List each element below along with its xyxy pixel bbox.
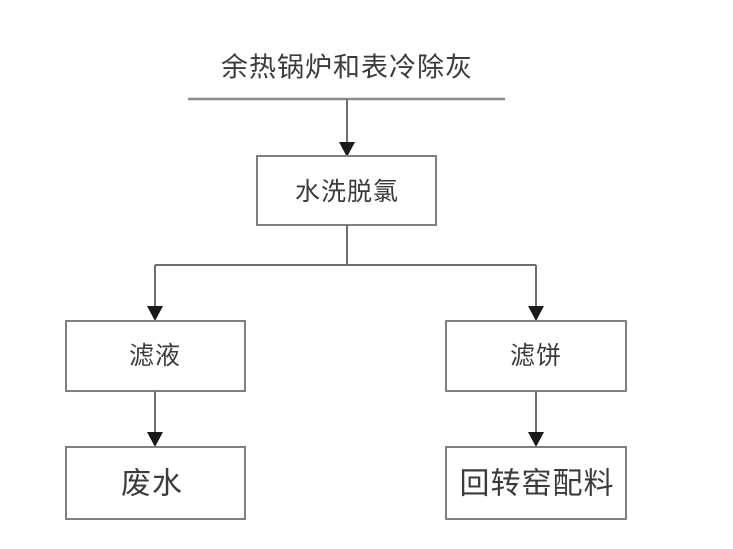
arrowhead-process-to-right [528, 306, 544, 321]
arrowhead-left-to-output [147, 432, 163, 447]
arrowhead-right-to-output [528, 432, 544, 447]
output-right-node-box[interactable] [445, 446, 627, 520]
output-left-node-box[interactable] [65, 446, 246, 520]
arrowhead-source-to-process [339, 142, 355, 157]
branch-right-node-label: 滤饼 [510, 341, 562, 370]
arrowhead-process-to-left [147, 306, 163, 321]
output-left-node-label: 废水 [121, 467, 183, 502]
branch-right-node-box[interactable] [445, 320, 627, 392]
branch-left-node-label: 滤液 [129, 341, 181, 370]
source-node-label: 余热锅炉和表冷除灰 [221, 53, 473, 84]
branch-left-node-box[interactable] [65, 320, 246, 392]
process-node-box[interactable] [256, 155, 437, 226]
output-right-node-label: 回转窑配料 [460, 467, 615, 502]
process-node-label: 水洗脱氯 [295, 177, 399, 206]
